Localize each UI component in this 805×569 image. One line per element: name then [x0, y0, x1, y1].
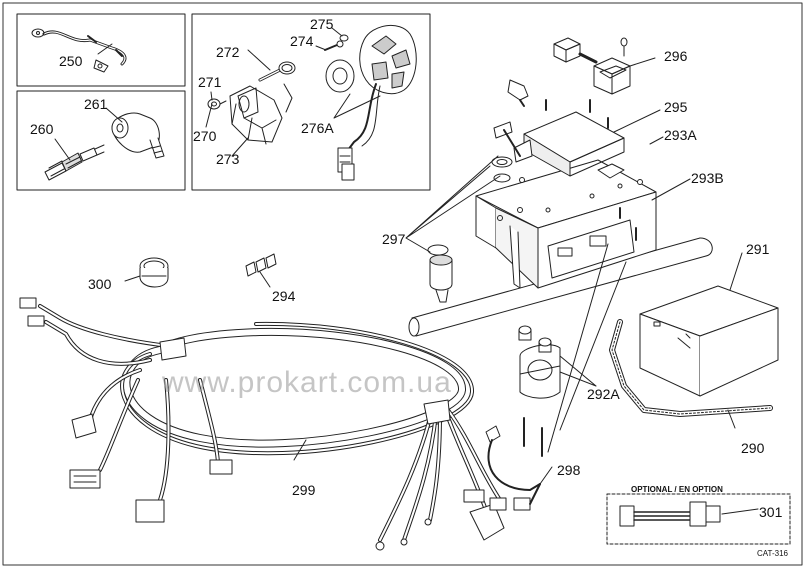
inset-box-270	[191, 13, 431, 191]
label-261: 261	[84, 96, 108, 112]
fuses-294	[245, 253, 277, 277]
inset-box-301	[606, 493, 791, 545]
tape-300	[139, 257, 169, 288]
ignition-coil-273	[229, 83, 293, 145]
catalog-code: CAT-316	[757, 549, 788, 558]
relay-296	[553, 37, 631, 95]
module-295	[513, 111, 625, 177]
label-300: 300	[88, 276, 112, 292]
label-293A: 293A	[664, 127, 697, 143]
bracket-293	[475, 159, 657, 289]
label-296: 296	[664, 48, 688, 64]
label-275: 275	[310, 16, 334, 32]
leader-lines	[54, 27, 759, 515]
label-292A: 292A	[587, 386, 620, 402]
stator-276A	[325, 25, 417, 181]
bolt-272	[258, 61, 296, 82]
label-290: 290	[741, 440, 765, 456]
label-297: 297	[382, 231, 406, 247]
strap-290	[609, 319, 773, 417]
knob	[507, 79, 529, 107]
label-294: 294	[272, 288, 296, 304]
spark-plug-cap-261	[111, 112, 165, 159]
label-299: 299	[292, 482, 316, 498]
screws	[519, 99, 643, 241]
label-276A: 276A	[301, 120, 334, 136]
clamp-292A	[518, 325, 561, 457]
label-271: 271	[198, 74, 222, 90]
label-270: 270	[193, 128, 217, 144]
washer-275	[339, 34, 349, 42]
label-298: 298	[557, 462, 581, 478]
label-250: 250	[59, 53, 83, 69]
label-273: 273	[216, 151, 240, 167]
ignition-key-297	[427, 121, 521, 303]
label-293B: 293B	[691, 170, 724, 186]
label-291: 291	[746, 241, 770, 257]
watermark: www.prokart.com.ua	[162, 366, 452, 399]
inset-box-260	[16, 90, 186, 191]
label-272: 272	[216, 44, 240, 60]
label-301: 301	[759, 504, 783, 520]
optional-label: OPTIONAL / EN OPTION	[631, 485, 723, 494]
inset-box-250	[16, 13, 186, 87]
sensor-cable-298	[485, 425, 541, 511]
label-295: 295	[664, 99, 688, 115]
spark-plug-260	[44, 144, 105, 181]
label-260: 260	[30, 121, 54, 137]
optional-connector-301	[619, 501, 721, 527]
label-274: 274	[290, 33, 314, 49]
battery-291	[639, 285, 779, 397]
ground-cable-250	[31, 28, 127, 73]
wiring-harness-299	[19, 297, 507, 551]
screw-274	[324, 40, 344, 51]
